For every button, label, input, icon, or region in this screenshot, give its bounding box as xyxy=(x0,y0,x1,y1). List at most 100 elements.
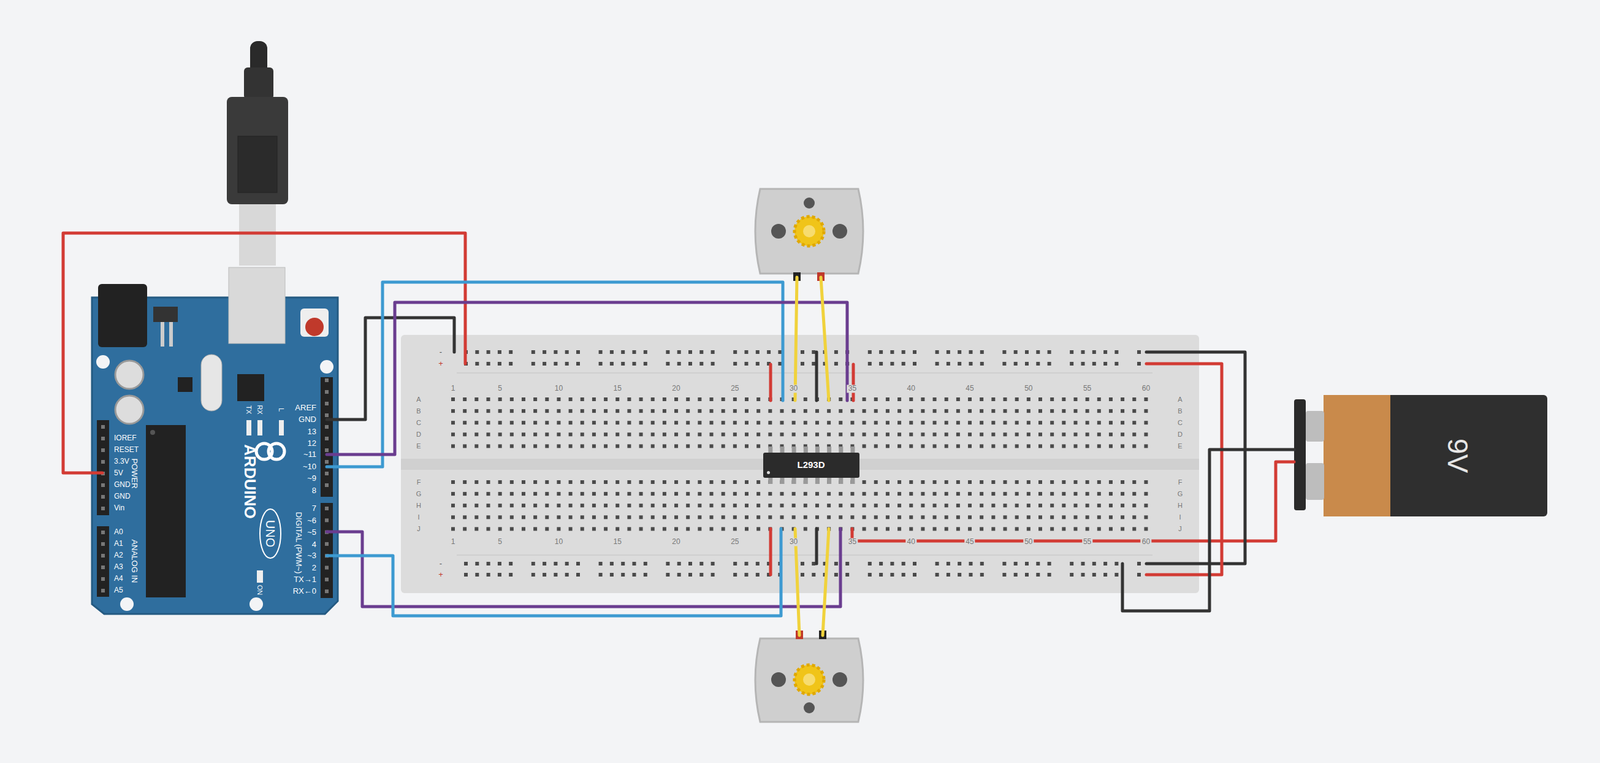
hole xyxy=(1026,420,1031,425)
column-number: 10 xyxy=(553,384,564,393)
hole xyxy=(1132,491,1136,496)
hole xyxy=(1050,432,1054,436)
hole xyxy=(874,443,878,448)
pin-label: A2 xyxy=(114,551,124,560)
hole xyxy=(533,514,538,519)
hole xyxy=(1108,397,1113,401)
hole xyxy=(838,514,843,519)
hole xyxy=(826,408,831,413)
hole xyxy=(324,589,329,593)
hole xyxy=(897,514,902,519)
hole xyxy=(651,491,655,496)
hole xyxy=(632,572,637,577)
hole xyxy=(815,408,820,413)
hole xyxy=(815,514,820,519)
hole xyxy=(862,503,867,507)
rail-sign: + xyxy=(437,359,445,368)
hole xyxy=(709,526,714,531)
hole xyxy=(568,420,573,425)
hole xyxy=(1013,561,1018,566)
hole xyxy=(486,432,490,436)
hole xyxy=(991,480,995,484)
hole xyxy=(1120,491,1125,496)
hole xyxy=(803,408,808,413)
column-number: 10 xyxy=(553,537,564,546)
hole xyxy=(1097,408,1101,413)
hole xyxy=(779,514,784,519)
column-number: 40 xyxy=(906,384,917,393)
hole xyxy=(542,572,547,577)
hole xyxy=(101,436,105,441)
hole xyxy=(651,397,655,401)
hole xyxy=(533,503,538,507)
hole xyxy=(1143,408,1148,413)
hole xyxy=(497,572,502,577)
hole xyxy=(944,420,949,425)
hole xyxy=(756,526,761,531)
hole xyxy=(920,514,925,519)
hole xyxy=(755,350,760,354)
hole xyxy=(920,443,925,448)
hole xyxy=(874,491,878,496)
hole xyxy=(897,480,902,484)
hole xyxy=(474,432,479,436)
hole xyxy=(1003,503,1008,507)
hole xyxy=(533,397,538,401)
hole xyxy=(685,526,690,531)
hole xyxy=(592,480,596,484)
hole xyxy=(324,436,329,441)
node-text: 9V xyxy=(1442,438,1474,473)
hole xyxy=(1120,514,1125,519)
hole xyxy=(711,350,715,354)
hole xyxy=(324,577,329,582)
hole xyxy=(721,491,726,496)
hole xyxy=(474,480,479,484)
hole xyxy=(685,503,690,507)
column-number: 50 xyxy=(1023,537,1034,546)
hole xyxy=(709,397,714,401)
hole xyxy=(733,491,737,496)
hole xyxy=(1132,432,1136,436)
hole xyxy=(688,572,693,577)
hole xyxy=(733,350,737,354)
hole xyxy=(462,503,467,507)
hole xyxy=(756,491,761,496)
hole xyxy=(1092,561,1097,566)
hole xyxy=(935,361,940,366)
hole xyxy=(674,491,679,496)
hole xyxy=(498,408,503,413)
pin-label: ~6 xyxy=(307,516,317,525)
hole xyxy=(451,491,455,496)
hole xyxy=(1061,526,1066,531)
hole xyxy=(508,572,513,577)
hole xyxy=(874,432,878,436)
hole xyxy=(651,420,655,425)
hole xyxy=(627,503,631,507)
hole xyxy=(1050,397,1054,401)
hole xyxy=(451,408,455,413)
hole xyxy=(1114,561,1119,566)
hole xyxy=(451,397,455,401)
hole xyxy=(838,408,843,413)
hole xyxy=(542,361,547,366)
hole xyxy=(486,361,491,366)
hole xyxy=(1050,514,1054,519)
wires xyxy=(63,232,1295,636)
hole xyxy=(1024,350,1029,354)
hole xyxy=(603,526,608,531)
hole xyxy=(979,480,984,484)
hole xyxy=(1081,350,1086,354)
hole xyxy=(912,561,917,566)
hole xyxy=(1103,572,1108,577)
pin-label: A1 xyxy=(114,539,124,548)
hole xyxy=(920,526,925,531)
hole xyxy=(744,480,749,484)
row-letter: J xyxy=(1177,524,1184,533)
hole xyxy=(733,561,737,566)
hole xyxy=(897,408,902,413)
hole xyxy=(1085,480,1090,484)
hole xyxy=(697,420,702,425)
hole xyxy=(1061,408,1066,413)
hole xyxy=(580,491,585,496)
hole xyxy=(879,561,883,566)
